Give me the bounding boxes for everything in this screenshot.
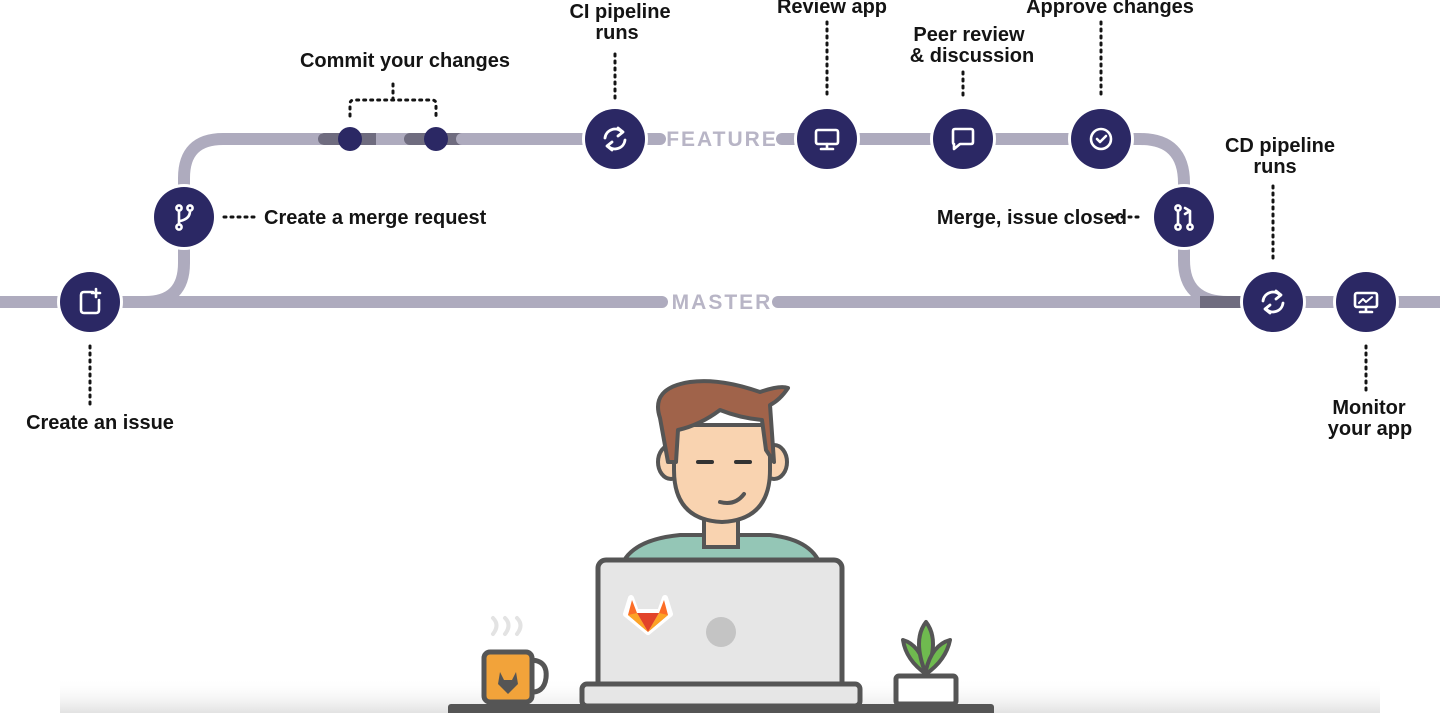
- coffee-mug: [481, 616, 549, 705]
- hair: [656, 379, 790, 464]
- monitor-label-line2: your app: [1328, 418, 1412, 440]
- monitor-label-line1: Monitor: [1332, 397, 1406, 419]
- create-issue-node[interactable]: [57, 269, 123, 335]
- merge-closed-node[interactable]: [1151, 184, 1217, 250]
- gitlab-sticker: [623, 595, 673, 635]
- comment-icon: [951, 127, 975, 151]
- commit-dot[interactable]: [338, 127, 362, 151]
- merge-request-label: Create a merge request: [264, 207, 487, 229]
- monitor-node[interactable]: [1333, 269, 1399, 335]
- monitor-chart-icon: [1353, 291, 1379, 314]
- ci-pipeline-node[interactable]: [582, 106, 648, 172]
- monitor-icon: [814, 128, 840, 151]
- approve-node[interactable]: [1068, 106, 1134, 172]
- developer-illustration: [60, 379, 1380, 713]
- master-branch-label: MASTER: [672, 291, 773, 314]
- cd-pipeline-label-line2: runs: [1253, 156, 1296, 178]
- review-app-label: Review app: [777, 0, 887, 18]
- issue-icon: [79, 287, 102, 315]
- commit-label: Commit your changes: [300, 50, 510, 72]
- peer-review-label-line1: Peer review: [913, 24, 1025, 46]
- create-issue-label: Create an issue: [26, 412, 174, 434]
- merge-icon: [1174, 204, 1194, 231]
- approve-label: Approve changes: [1026, 0, 1194, 18]
- merge-request-node[interactable]: [151, 184, 217, 250]
- cd-pipeline-node[interactable]: [1240, 269, 1306, 335]
- refresh-icon: [1261, 289, 1285, 315]
- ci-pipeline-label-line1: CI pipeline: [569, 1, 670, 23]
- commit-bracket: [348, 82, 438, 118]
- commit-dot[interactable]: [424, 127, 448, 151]
- potted-plant: [893, 620, 959, 707]
- feature-branch-label: FEATURE: [666, 128, 778, 151]
- laptop-base: [579, 681, 863, 709]
- smile: [718, 492, 746, 505]
- branch-icon: [175, 204, 194, 231]
- ci-pipeline-label-line2: runs: [595, 22, 638, 44]
- peer-review-label-line2: & discussion: [910, 45, 1034, 67]
- check-circle-icon: [1089, 127, 1113, 151]
- face: [672, 423, 772, 525]
- laptop-logo-dot: [706, 617, 736, 647]
- peer-review-node[interactable]: [930, 106, 996, 172]
- review-app-node[interactable]: [794, 106, 860, 172]
- merge-closed-label: Merge, issue closed: [937, 207, 1127, 229]
- cd-pipeline-label-line1: CD pipeline: [1225, 135, 1335, 157]
- leader-lines: [88, 20, 1368, 406]
- refresh-icon: [603, 126, 627, 152]
